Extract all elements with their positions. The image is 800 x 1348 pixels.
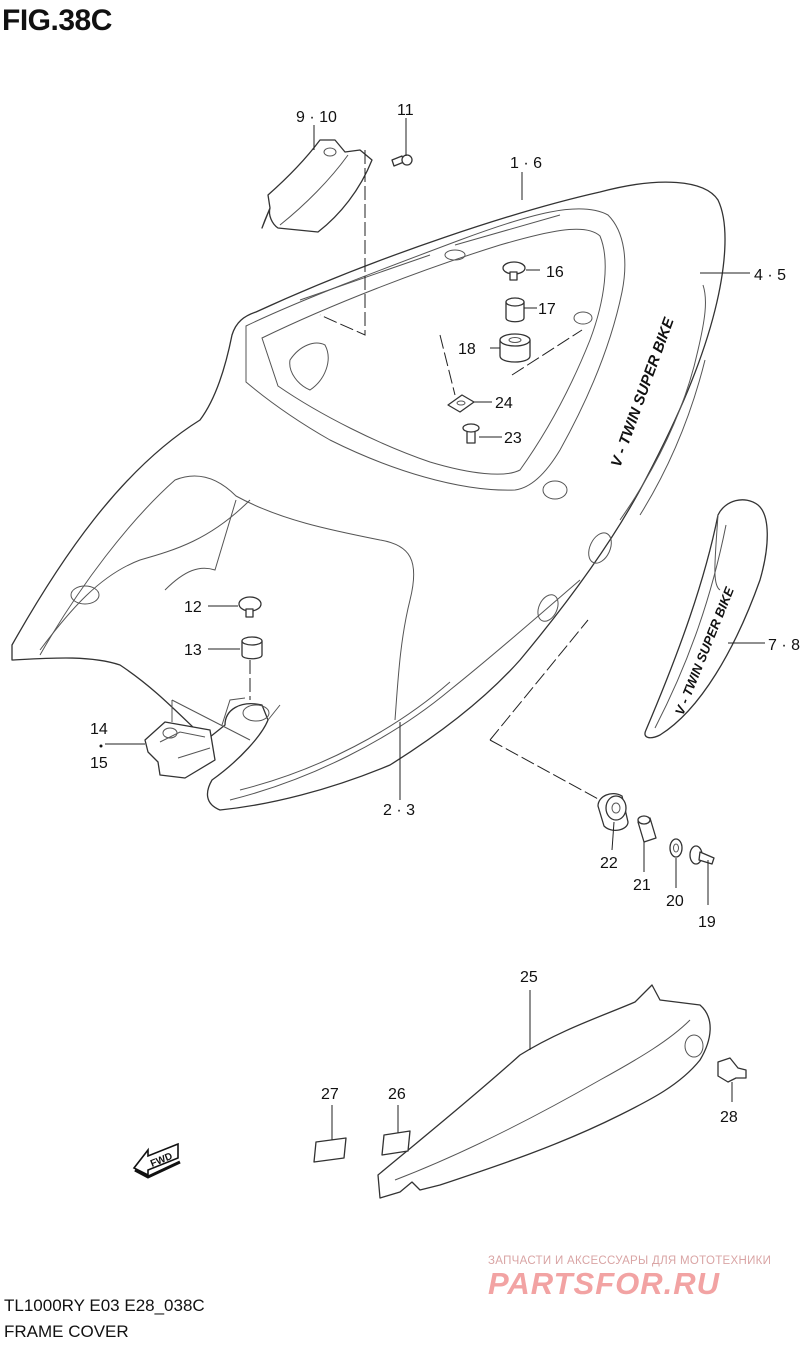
collar-21-icon [637,815,657,843]
callout-25: 25 [520,969,538,986]
callout-23: 23 [504,430,522,447]
collar-13-icon [241,636,263,660]
leader-lines [105,118,765,1140]
callout-4-5: 4 · 5 [754,267,786,284]
callout-dot [99,744,103,748]
callout-12: 12 [184,599,202,616]
callout-17: 17 [538,301,556,318]
callout-26: 26 [388,1086,406,1103]
screw-19-icon [689,845,715,865]
callout-28: 28 [720,1109,738,1126]
callout-9-10: 9 · 10 [296,109,337,126]
callout-1-6: 1 · 6 [510,155,542,172]
callout-labels: 9 · 10 11 1 · 6 16 17 18 24 23 4 · 5 12 … [90,102,800,1126]
callout-19: 19 [698,914,716,931]
callout-24: 24 [495,395,513,412]
callout-11: 11 [397,102,414,119]
side-decal-7-8 [644,499,768,739]
cushion-22-icon [597,792,629,832]
callout-20: 20 [666,893,684,910]
clip-bracket-14-15 [144,699,251,779]
tail-cowl [11,181,726,811]
figure-title: FIG.38C [2,4,112,37]
watermark-logo: PARTSFOR.RU [488,1266,721,1301]
bracket-part [261,139,373,233]
pad-27-icon [313,1137,347,1163]
model-code: TL1000RY E03 E28_038C [4,1296,205,1315]
callout-27: 27 [321,1086,339,1103]
callout-16: 16 [546,264,564,281]
callout-2-3: 2 · 3 [383,802,415,819]
clip-28-icon [717,1057,747,1083]
callout-22: 22 [600,855,618,872]
fwd-arrow-icon [132,1142,181,1179]
watermark-tagline: ЗАПЧАСТИ И АКСЕССУАРЫ ДЛЯ МОТОТЕХНИКИ [488,1255,772,1267]
under-cover-25 [377,984,711,1199]
callout-13: 13 [184,642,202,659]
callout-21: 21 [633,877,651,894]
figure-name: FRAME COVER [4,1322,129,1341]
bolt-23-icon [462,423,480,444]
callout-18: 18 [458,341,476,358]
callout-15: 15 [90,755,108,772]
pad-26-icon [381,1130,411,1156]
screw-16-icon [502,261,526,281]
callout-7-8: 7 · 8 [768,637,800,654]
washer-20-icon [669,838,683,858]
collar-17-icon [505,297,525,323]
cushion-18-icon [499,333,531,363]
screw-11-icon [391,154,413,167]
callout-14: 14 [90,721,108,738]
screw-12-icon [238,596,262,618]
